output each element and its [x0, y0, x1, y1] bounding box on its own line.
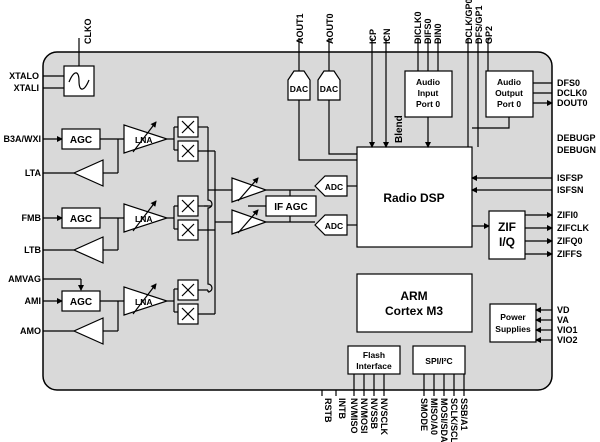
svg-text:Supplies: Supplies: [495, 324, 531, 334]
svg-text:Cortex M3: Cortex M3: [385, 304, 443, 318]
dac-0: [317, 70, 341, 101]
svg-text:DAC: DAC: [320, 84, 338, 94]
svg-text:Audio: Audio: [497, 77, 521, 87]
svg-text:ADC: ADC: [325, 182, 343, 192]
pin-amo: AMO: [20, 326, 41, 336]
dac-1: [287, 70, 311, 101]
zif-iq-block: [488, 210, 526, 260]
svg-text:Port 0: Port 0: [497, 99, 521, 109]
pin-nvsclk: NVSCLK: [379, 398, 389, 436]
pin-mosi-sda: MOSI/SDA: [439, 398, 449, 442]
pin-amvag: AMVAG: [8, 274, 41, 284]
svg-text:ADC: ADC: [325, 221, 343, 231]
pin-zifq0: ZIFQ0: [557, 236, 583, 246]
svg-text:ARM: ARM: [400, 289, 427, 303]
chip-body: [42, 51, 553, 391]
pin-zifi0: ZIFI0: [557, 210, 578, 220]
pin-xtalo: XTALO: [9, 71, 39, 81]
pin-ziffs: ZIFFS: [557, 249, 582, 259]
pin-debugn: DEBUGN: [557, 145, 596, 155]
svg-text:I/Q: I/Q: [499, 235, 515, 249]
svg-text:Radio DSP: Radio DSP: [383, 191, 444, 205]
arm-cortex-block: [356, 273, 473, 333]
pin-xtali: XTALI: [14, 83, 39, 93]
pin-aout0: AOUT0: [325, 13, 335, 44]
spi-i2c-block: [412, 345, 466, 375]
pin-intb: INTB: [337, 398, 347, 419]
pin-dclk0: DCLK0: [557, 88, 587, 98]
pin-b3a-wxi: B3A/WXI: [3, 134, 41, 144]
pin-din0: DIN0: [433, 23, 443, 44]
pin-miso-a0: MISO/A0: [429, 398, 439, 435]
pin-dout0: DOUT0: [557, 98, 588, 108]
pin-ltb: LTB: [24, 245, 41, 255]
pin-clko: CLKO: [83, 19, 93, 45]
svg-text:Flash: Flash: [363, 350, 385, 360]
pin-va: VA: [557, 315, 569, 325]
pin-diclk0: DICLK0: [413, 11, 423, 44]
if-amp-q: [231, 209, 268, 235]
pin-difs0: DIFS0: [423, 18, 433, 44]
crystal-oscillator: [63, 65, 95, 97]
pin-lta: LTA: [25, 168, 42, 178]
pin-rstb: RSTB: [323, 398, 333, 423]
pin-aout1: AOUT1: [295, 13, 305, 44]
pin-vd: VD: [557, 305, 570, 315]
pin-sclk-scl: SCLK/SCL: [449, 398, 459, 442]
pin-vio1: VIO1: [557, 325, 578, 335]
lna-c: [123, 286, 169, 316]
pin-zifclk: ZIFCLK: [557, 223, 589, 233]
audio-output-port: [485, 70, 534, 118]
pin-nvmosi: NVMOSI: [359, 398, 369, 434]
pin-nvmiso: NVMISO: [349, 398, 359, 434]
pin-isfsp: ISFSP: [557, 173, 583, 183]
svg-text:AGC: AGC: [70, 135, 92, 146]
svg-text:Interface: Interface: [356, 361, 392, 371]
svg-text:AGC: AGC: [70, 214, 92, 225]
pin-smode: SMODE: [419, 398, 429, 431]
svg-text:Port 0: Port 0: [416, 99, 440, 109]
flash-interface-block: [347, 345, 401, 375]
svg-text:ZIF: ZIF: [498, 220, 516, 234]
svg-text:Input: Input: [418, 88, 439, 98]
mixer-b: [177, 195, 199, 241]
radio-dsp-block: [356, 146, 473, 248]
pin-ssb-a1: SSB/A1: [459, 398, 469, 431]
svg-text:Audio: Audio: [416, 77, 440, 87]
svg-text:Power: Power: [500, 312, 526, 322]
svg-text:IF AGC: IF AGC: [274, 202, 308, 213]
pin-fmb: FMB: [22, 213, 42, 223]
mixer-a: [177, 116, 199, 162]
blend-label: Blend: [394, 115, 405, 143]
pin-vio2: VIO2: [557, 335, 578, 345]
power-supplies-block: [489, 303, 537, 343]
lna-b: [123, 203, 169, 233]
pin-dfs0: DFS0: [557, 78, 580, 88]
svg-text:AGC: AGC: [70, 297, 92, 308]
if-amp-i: [231, 177, 268, 203]
pin-debugp: DEBUGP: [557, 133, 596, 143]
pin-icp: ICP: [368, 29, 378, 44]
svg-text:LNA: LNA: [135, 135, 152, 145]
pin-icn: ICN: [382, 29, 392, 45]
pin-dfs-gp1: DFS/GP1: [474, 5, 484, 44]
svg-text:LNA: LNA: [135, 214, 152, 224]
lna-a: [123, 124, 169, 154]
svg-text:SPI/I²C: SPI/I²C: [425, 356, 452, 366]
svg-text:LNA: LNA: [135, 297, 152, 307]
svg-text:DAC: DAC: [290, 84, 308, 94]
pin-gp2: GP2: [484, 26, 494, 44]
pin-isfsn: ISFSN: [557, 185, 584, 195]
pin-nvssb: NVSSB: [369, 398, 379, 430]
pin-ami: AMI: [25, 296, 42, 306]
svg-text:Output: Output: [495, 88, 523, 98]
mixer-c: [177, 279, 199, 325]
pin-dclk-gp0: DCLK/GP0: [464, 0, 474, 44]
